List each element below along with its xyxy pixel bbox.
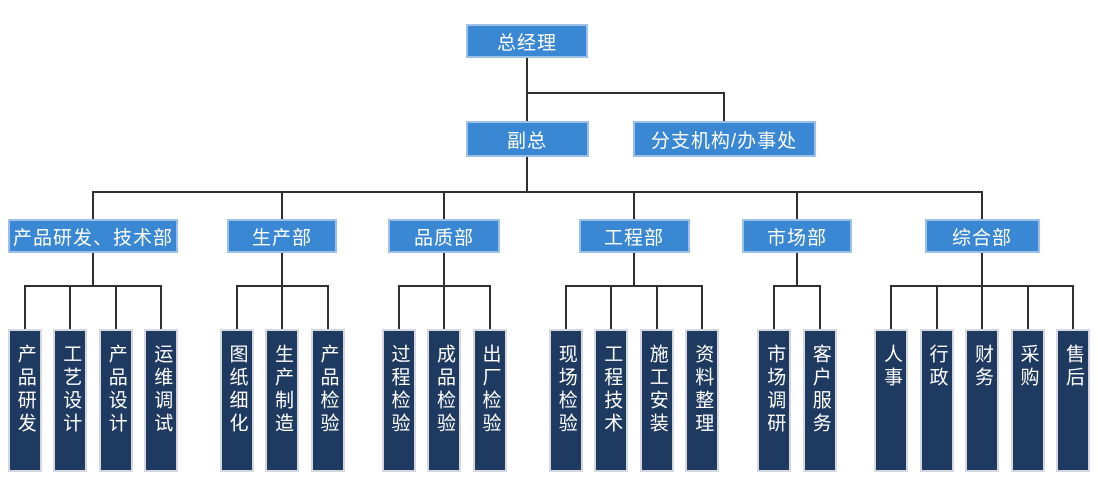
- dept-node: 生产部: [227, 219, 337, 253]
- connector-segment: [981, 253, 983, 285]
- connector-segment: [526, 58, 528, 121]
- dept-node: 市场部: [742, 219, 852, 253]
- connector-segment: [488, 285, 491, 330]
- leaf-node: 运维调试: [144, 329, 179, 472]
- connector-segment: [610, 285, 613, 330]
- connector-segment: [981, 191, 983, 219]
- connector-segment: [23, 285, 163, 287]
- connector-segment: [526, 92, 725, 94]
- connector-segment: [633, 191, 635, 219]
- leaf-node: 资料整理: [685, 329, 720, 472]
- leaf-node: 成品检验: [427, 329, 461, 472]
- leaf-node: 市场调研: [757, 329, 792, 472]
- connector-segment: [281, 191, 283, 219]
- connector-segment: [326, 285, 329, 330]
- leaf-node: 图纸细化: [219, 329, 254, 472]
- connector-segment: [1072, 285, 1074, 330]
- leaf-node: 过程检验: [381, 329, 416, 472]
- leaf-node: 财务: [965, 329, 999, 472]
- connector-segment: [773, 285, 776, 330]
- connector-segment: [92, 191, 983, 193]
- leaf-node: 产品研发: [7, 329, 42, 472]
- leaf-node: 售后: [1056, 329, 1090, 472]
- connector-segment: [818, 285, 821, 330]
- connector-segment: [796, 191, 798, 219]
- dept-node: 产品研发、技术部: [8, 219, 178, 253]
- connector-segment: [114, 285, 117, 330]
- connector-segment: [23, 285, 26, 330]
- leaf-node: 人事: [874, 329, 908, 472]
- connector-segment: [281, 253, 283, 285]
- connector-segment: [443, 191, 445, 219]
- connector-segment: [890, 285, 892, 330]
- node-branch-offices: 分支机构/办事处: [632, 121, 816, 157]
- connector-segment: [235, 285, 238, 330]
- connector-segment: [564, 285, 704, 287]
- dept-node: 综合部: [924, 219, 1040, 253]
- leaf-node: 工艺设计: [53, 329, 88, 472]
- connector-segment: [564, 285, 567, 330]
- connector-segment: [655, 285, 658, 330]
- connector-segment: [160, 285, 163, 330]
- leaf-node: 客户服务: [802, 329, 837, 472]
- node-general-manager: 总经理: [466, 24, 588, 58]
- connector-segment: [796, 253, 798, 285]
- connector-segment: [92, 253, 94, 285]
- connector-segment: [1026, 285, 1029, 330]
- dept-node: 工程部: [578, 219, 690, 253]
- connector-segment: [397, 285, 400, 330]
- leaf-node: 产品检验: [310, 329, 345, 472]
- node-deputy-gm: 副总: [465, 121, 589, 157]
- connector-segment: [69, 285, 72, 330]
- connector-segment: [701, 285, 704, 330]
- dept-node: 品质部: [388, 219, 500, 253]
- leaf-node: 工程技术: [594, 329, 629, 472]
- connector-segment: [935, 285, 938, 330]
- connector-segment: [981, 285, 983, 330]
- leaf-node: 出厂检验: [472, 329, 507, 472]
- leaf-node: 采购: [1010, 329, 1045, 472]
- leaf-node: 现场检验: [548, 329, 583, 472]
- connector-segment: [443, 285, 445, 330]
- leaf-node: 产品设计: [98, 329, 133, 472]
- connector-segment: [773, 285, 821, 287]
- connector-segment: [633, 253, 635, 285]
- connector-segment: [723, 92, 725, 121]
- leaf-node: 行政: [919, 329, 954, 472]
- connector-segment: [281, 285, 283, 330]
- leaf-node: 施工安装: [639, 329, 674, 472]
- connector-segment: [526, 157, 528, 191]
- connector-segment: [92, 191, 94, 219]
- connector-segment: [443, 253, 445, 285]
- leaf-node: 生产制造: [265, 329, 299, 472]
